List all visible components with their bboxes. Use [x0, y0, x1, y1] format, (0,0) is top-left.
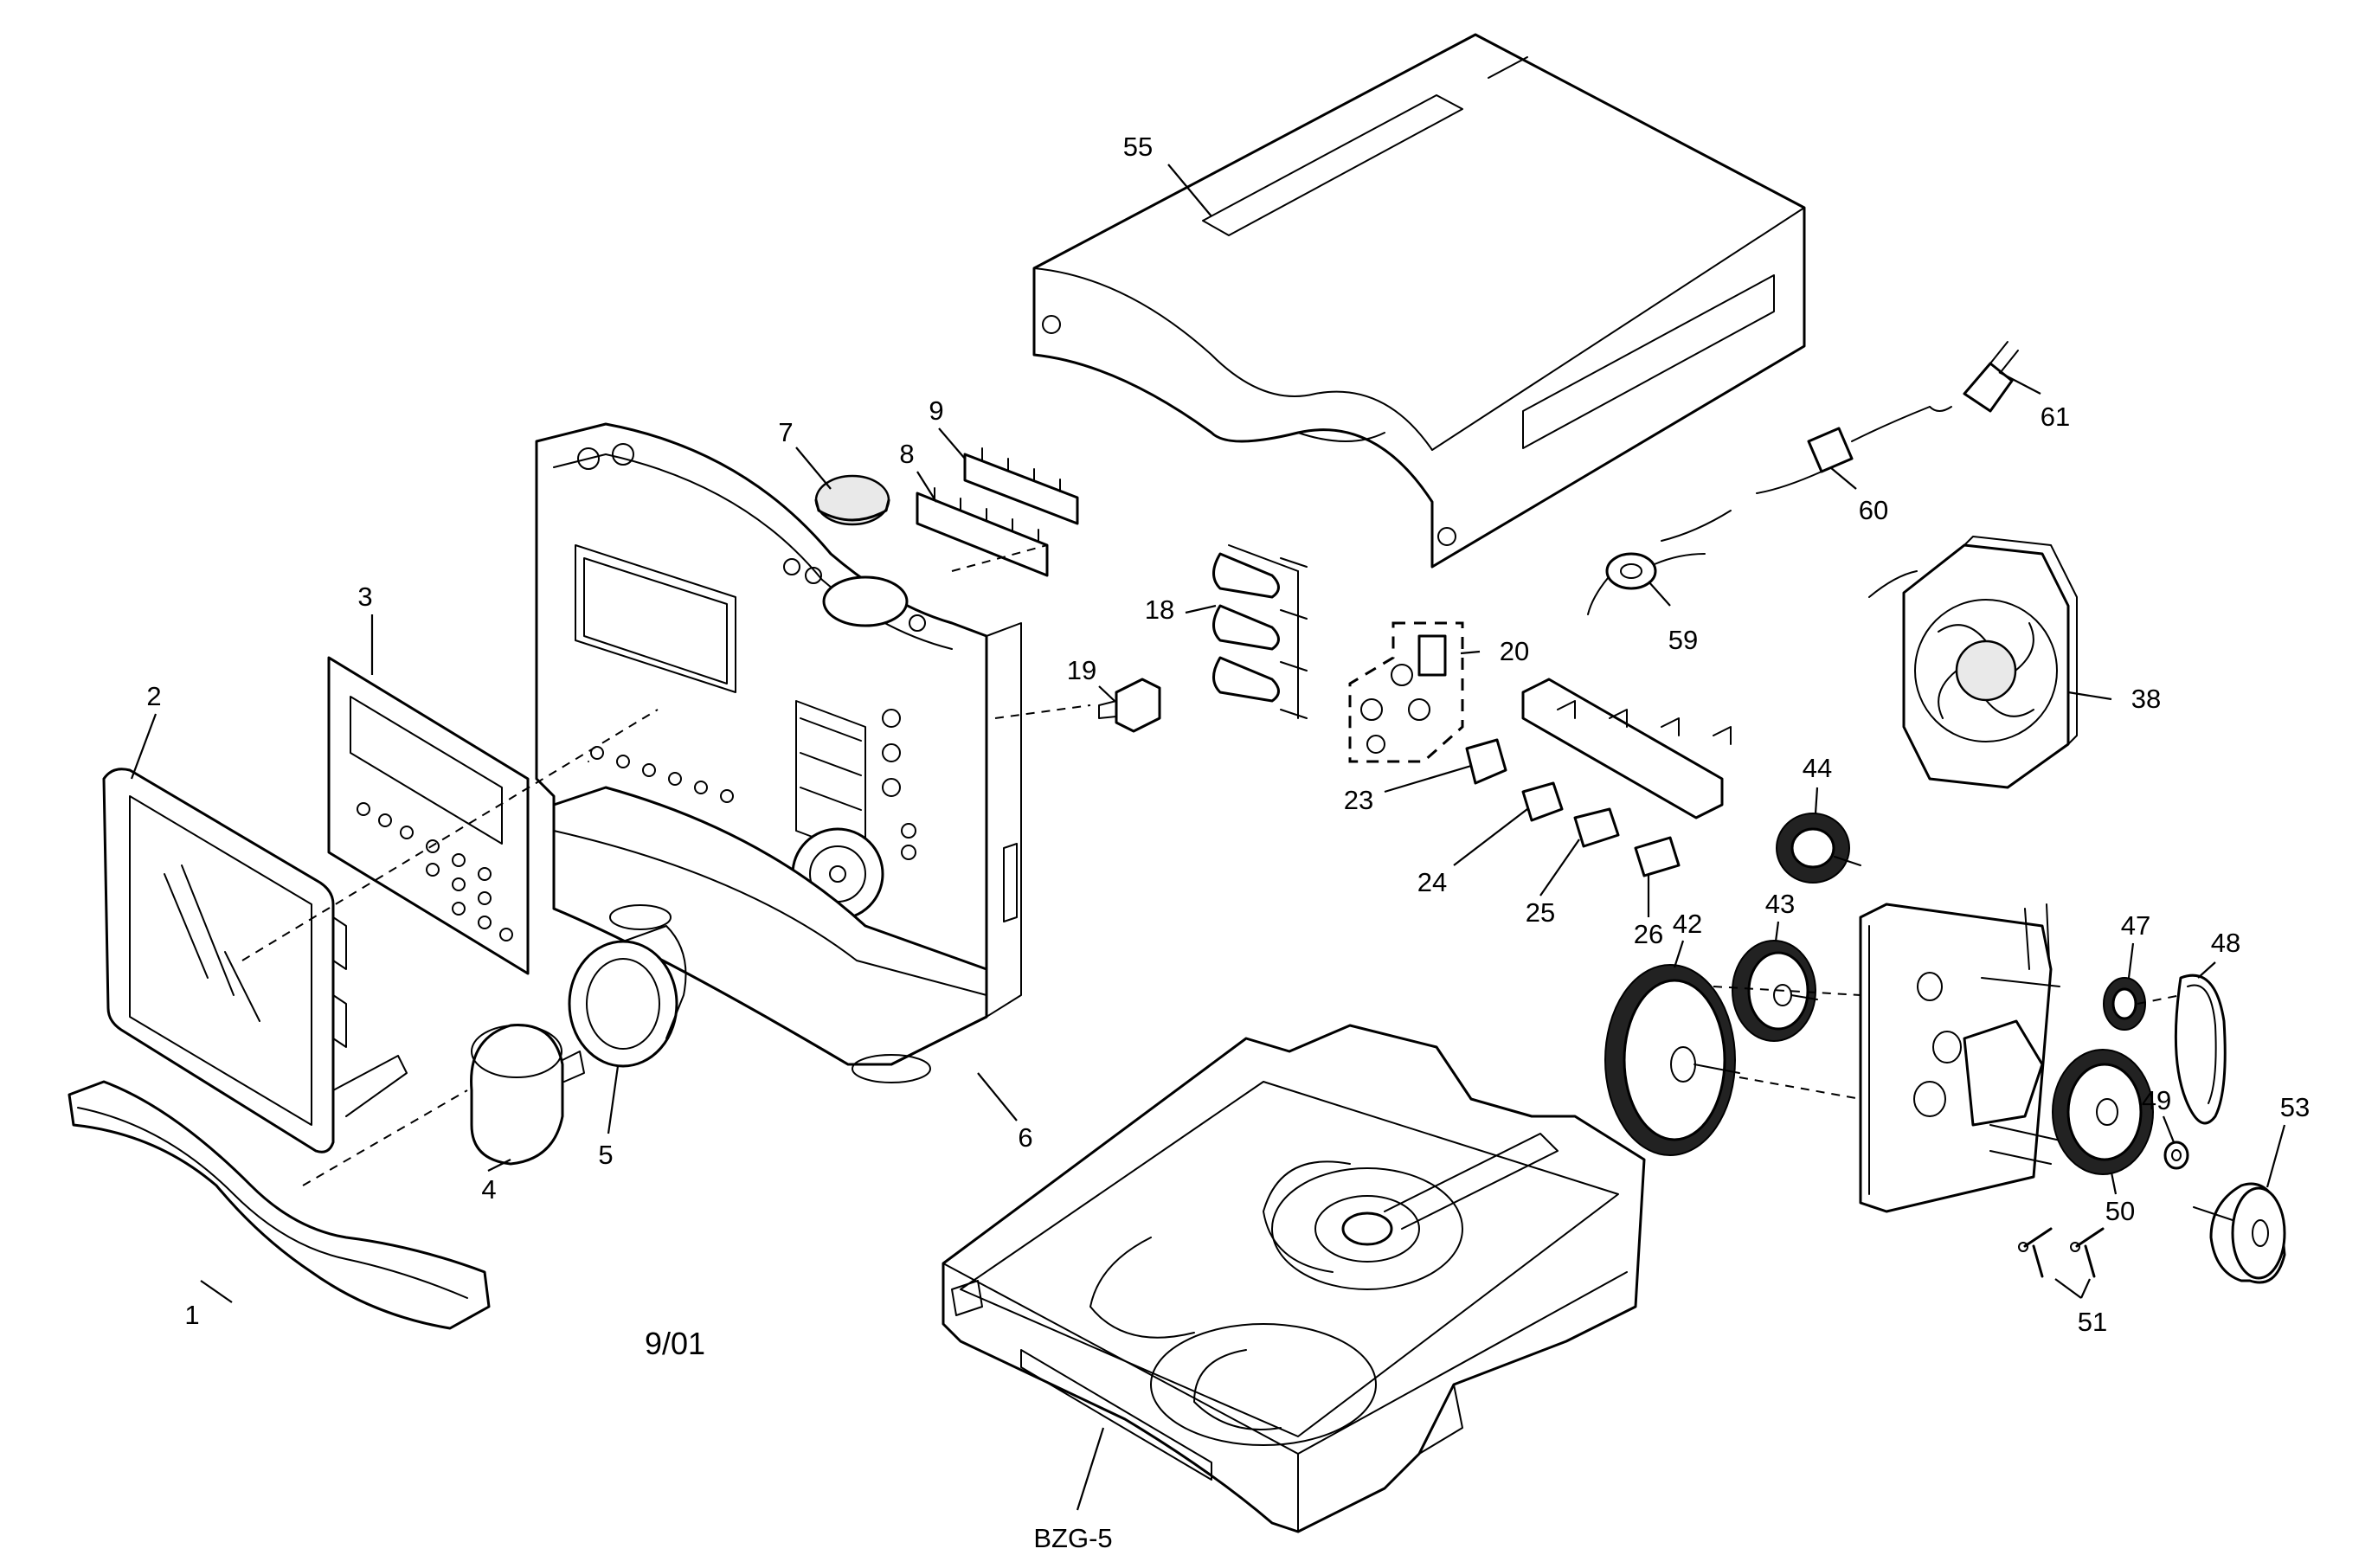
- part-1-trim-strip: [67, 1080, 491, 1330]
- part-24-key: [1521, 781, 1564, 822]
- callout-19: 19: [1067, 655, 1096, 685]
- callout-49: 49: [2142, 1085, 2171, 1115]
- part-51-screws: [2018, 1227, 2105, 1278]
- callout-8: 8: [899, 439, 914, 469]
- callout-51: 51: [2078, 1307, 2107, 1337]
- callout-4: 4: [481, 1174, 496, 1205]
- part-59-ferrite-core: [1587, 552, 1706, 615]
- callout-1: 1: [184, 1300, 199, 1330]
- callout-labels: 1 2 3 4 5 6 7 8 9 18 19 20 23 24 25 26 3…: [146, 132, 2310, 1553]
- part-48-drive-belt: [2174, 974, 2227, 1125]
- callout-25: 25: [1526, 897, 1555, 928]
- callout-23: 23: [1344, 785, 1373, 815]
- mechanism-plate: [1859, 903, 2069, 1213]
- part-60-cord-strain-relief: [1661, 406, 1931, 542]
- callout-44: 44: [1803, 753, 1832, 783]
- callout-5: 5: [598, 1140, 613, 1170]
- part-50-gear: [2052, 1049, 2154, 1175]
- callout-38: 38: [2131, 684, 2161, 714]
- callout-26: 26: [1634, 919, 1663, 949]
- part-55-top-cover: [1032, 33, 1806, 569]
- callout-61: 61: [2041, 402, 2070, 432]
- part-23-key: [1465, 738, 1507, 785]
- callout-59: 59: [1668, 625, 1698, 655]
- callout-9: 9: [929, 395, 943, 426]
- callout-43: 43: [1765, 889, 1795, 919]
- callout-42: 42: [1673, 909, 1702, 939]
- callout-20: 20: [1500, 636, 1529, 666]
- part-5-knob-ring: [568, 925, 687, 1068]
- callout-53: 53: [2280, 1092, 2310, 1122]
- part-18-function-buttons: [1212, 544, 1308, 719]
- part-25-key: [1573, 807, 1620, 848]
- part-43-gear: [1732, 940, 1818, 1042]
- part-19-switch: [1098, 678, 1161, 733]
- callout-18: 18: [1145, 594, 1174, 625]
- part-44-gear: [1776, 813, 1861, 884]
- callout-60: 60: [1859, 495, 1888, 525]
- callout-48: 48: [2211, 928, 2240, 958]
- callout-3: 3: [357, 582, 372, 612]
- part-49-bushing: [2163, 1141, 2189, 1170]
- part-61-power-plug: [1929, 341, 2019, 413]
- part-4-volume-knob: [470, 1024, 585, 1166]
- callout-6: 6: [1018, 1122, 1032, 1153]
- part-20-switch-board: [1348, 621, 1464, 763]
- part-9-button-strip: [963, 447, 1079, 525]
- assembly-guide-lines: [241, 544, 2182, 1186]
- part-6-front-chassis: [535, 422, 1022, 1083]
- callout-2: 2: [146, 681, 161, 711]
- part-3-window-sheet: [327, 656, 530, 975]
- part-2-front-window-panel: [102, 768, 408, 1154]
- callout-24: 24: [1417, 867, 1447, 897]
- callout-7: 7: [778, 417, 793, 447]
- part-38-cooling-fan: [1868, 536, 2078, 789]
- part-26-key: [1634, 836, 1681, 877]
- callout-47: 47: [2121, 910, 2150, 941]
- part-47-pulley: [2103, 977, 2146, 1031]
- part-42-large-gear: [1604, 964, 1740, 1156]
- part-53-motor: [2193, 1182, 2286, 1284]
- callout-bzg5: BZG-5: [1033, 1523, 1112, 1553]
- leader-lines: [130, 164, 2286, 1511]
- callout-50: 50: [2105, 1196, 2135, 1226]
- date-code: 9/01: [645, 1326, 705, 1361]
- callout-55: 55: [1123, 132, 1153, 162]
- button-bracket: [1521, 678, 1732, 819]
- part-bzg5-cd-changer-mechanism: [942, 1024, 1646, 1533]
- part-7-knob-cap: [814, 474, 890, 526]
